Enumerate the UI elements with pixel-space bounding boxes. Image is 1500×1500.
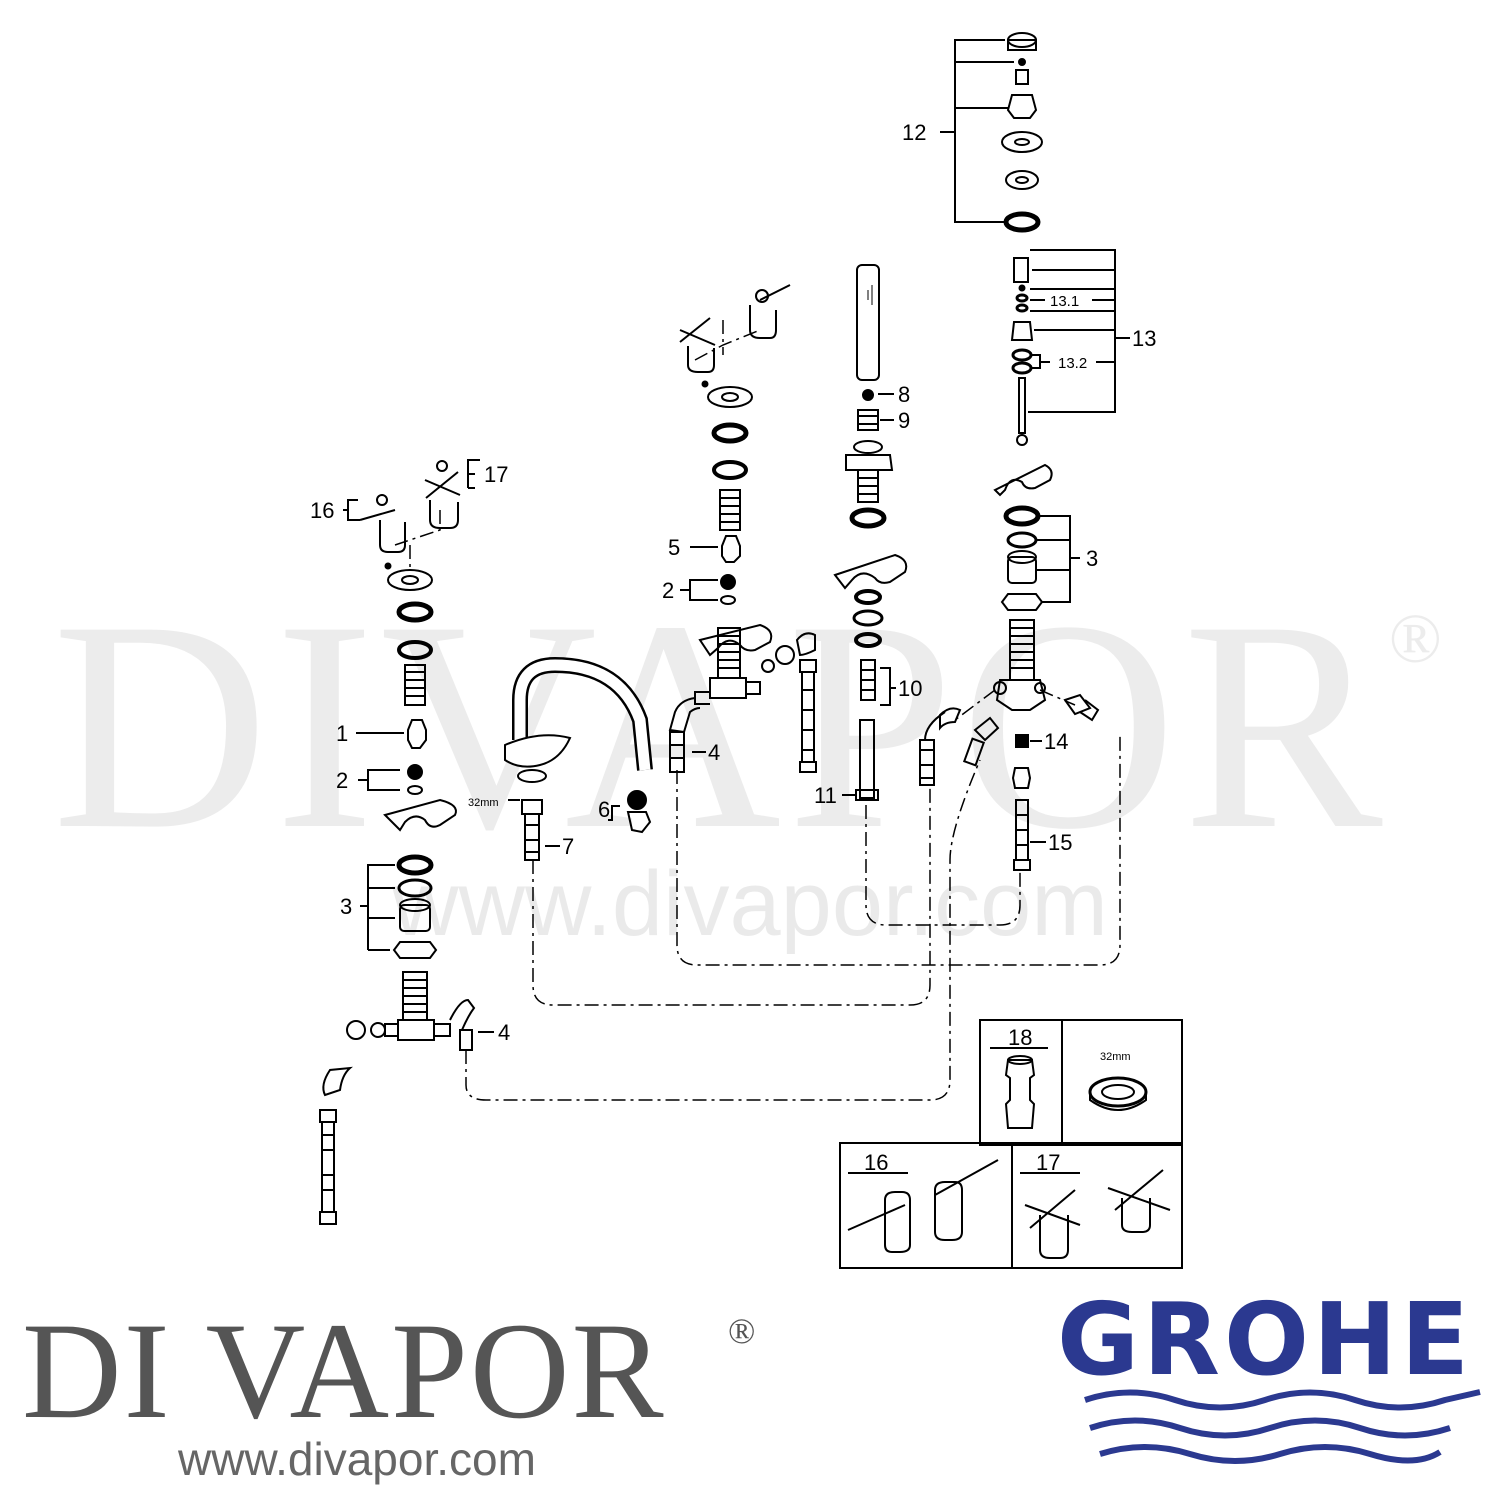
label-part-1: 1 — [336, 721, 348, 746]
label-part-7: 7 — [562, 834, 574, 859]
label-part-4: 4 — [498, 1020, 510, 1045]
cross-handle-middle — [679, 317, 716, 373]
label-inset-17: 17 — [1036, 1150, 1060, 1175]
label-part-15: 15 — [1048, 830, 1072, 855]
spout-assembly — [504, 656, 653, 861]
label-inset-32mm: 32mm — [1100, 1051, 1131, 1063]
label-part-13: 13 — [1132, 326, 1156, 351]
label-part-14: 14 — [1044, 729, 1068, 754]
label-part-2: 2 — [662, 578, 674, 603]
label-part-3: 3 — [340, 894, 352, 919]
footer-url: www.divapor.com — [178, 1433, 536, 1485]
hand-shower — [856, 264, 880, 381]
right-diverter-assembly — [919, 32, 1130, 871]
label-part-13-1: 13.1 — [1050, 293, 1079, 310]
label-part-2: 2 — [336, 768, 348, 793]
lever-handle-small — [359, 509, 406, 553]
label-part-8: 8 — [898, 382, 910, 407]
label-part-10: 10 — [898, 676, 922, 701]
left-valve-assembly — [319, 459, 494, 1225]
inset-panel — [839, 1019, 1183, 1269]
hose-routing-lines — [394, 320, 1121, 1101]
label-part-5: 5 — [668, 535, 680, 560]
label-part-17: 17 — [484, 462, 508, 487]
label-part-9: 9 — [898, 408, 910, 433]
label-part-11: 11 — [814, 783, 837, 808]
label-spout-nut-size: 32mm — [468, 797, 499, 809]
grohe-wave-mark — [1084, 1389, 1481, 1464]
middle-valve-assembly — [668, 284, 817, 773]
label-inset-18: 18 — [1008, 1025, 1032, 1050]
watermark-url: www.divapor.com — [392, 853, 1108, 955]
cross-handle-small — [424, 471, 461, 529]
lever-handle-middle — [749, 284, 791, 339]
label-part-4: 4 — [708, 740, 720, 765]
watermark-registered-mark: ® — [1388, 601, 1448, 678]
cartridge-5 — [721, 535, 741, 563]
label-inset-16: 16 — [864, 1150, 888, 1175]
hand-shower-assembly — [833, 264, 908, 801]
label-part-16: 16 — [310, 498, 334, 523]
footer-registered-mark: ® — [728, 1311, 756, 1351]
label-part-12: 12 — [902, 120, 926, 145]
footer-brand: DI VAPOR — [22, 1294, 666, 1447]
label-part-6: 6 — [598, 797, 610, 822]
label-part-13-2: 13.2 — [1058, 355, 1087, 372]
watermark-brand-text: DIVAPOR — [52, 559, 1389, 891]
grohe-logo: GROHE — [1056, 1281, 1474, 1398]
mounting-plate-left — [383, 798, 457, 832]
cartridge-1 — [407, 719, 427, 749]
watermark-brand: DIVAPOR® — [0, 575, 1500, 875]
label-part-3: 3 — [1086, 546, 1098, 571]
